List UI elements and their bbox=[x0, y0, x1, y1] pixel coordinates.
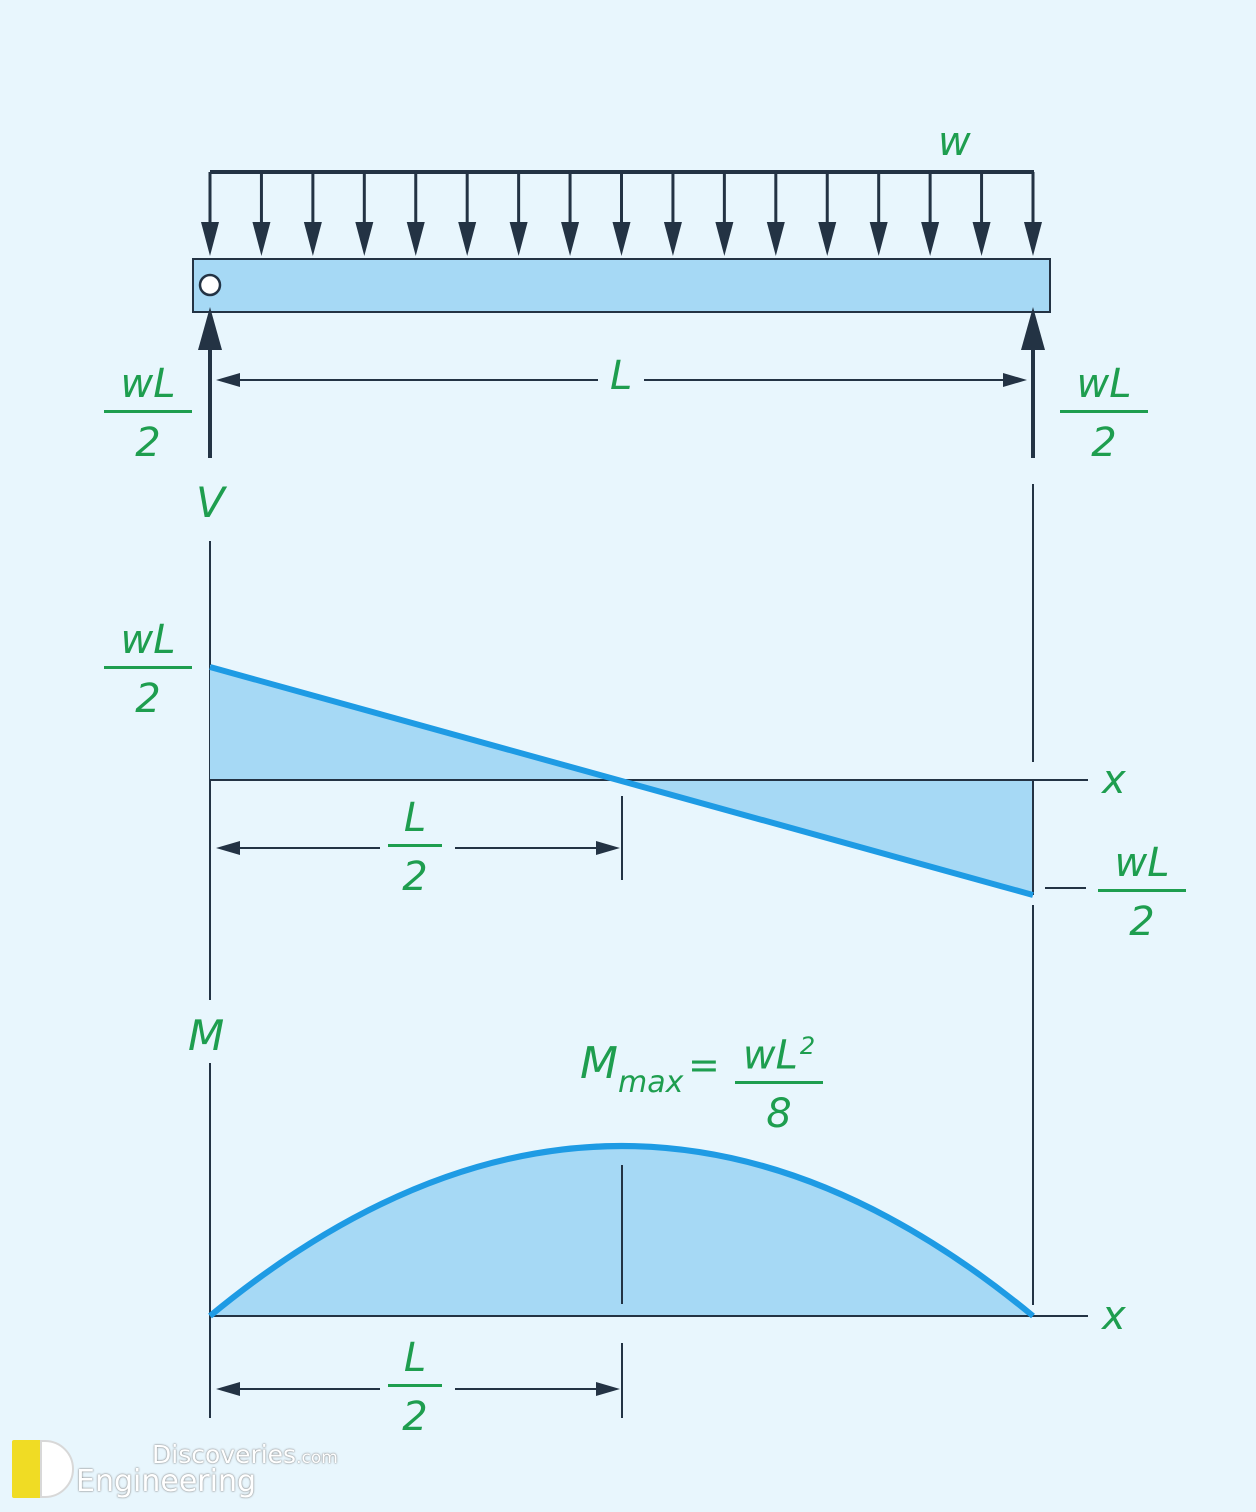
fraction-numerator: L bbox=[403, 795, 427, 841]
arrowhead-icon bbox=[458, 222, 477, 256]
fraction-bar bbox=[388, 1384, 442, 1387]
span-label: L bbox=[610, 353, 633, 399]
arrowhead-icon bbox=[509, 222, 528, 256]
arrowhead-icon bbox=[355, 222, 374, 256]
arrowhead-icon bbox=[663, 222, 682, 256]
fraction-numerator: wL bbox=[1114, 840, 1170, 886]
moment-x-axis-label: x bbox=[1102, 1293, 1126, 1339]
shear-diagram bbox=[209, 484, 1088, 1305]
fraction-denominator: 2 bbox=[135, 676, 161, 722]
shear-min-label: wL 2 bbox=[1098, 843, 1186, 942]
arrowhead-icon bbox=[869, 222, 888, 256]
arrowhead-icon bbox=[201, 222, 219, 256]
fraction-numerator: wL bbox=[120, 361, 176, 407]
mmax-label: Mmax bbox=[580, 1042, 683, 1098]
span-dimension bbox=[216, 373, 1027, 387]
moment-curve bbox=[208, 1143, 1035, 1319]
arrowhead-icon bbox=[818, 222, 837, 256]
shear-x-axis-label: x bbox=[1102, 757, 1126, 803]
left-reaction-label: wL 2 bbox=[104, 364, 192, 463]
arrowhead-icon bbox=[921, 222, 940, 256]
mmax-subscript: max bbox=[617, 1065, 684, 1100]
right-reaction-label: wL 2 bbox=[1060, 364, 1148, 463]
mmax-symbol: M bbox=[580, 1038, 618, 1089]
left-reaction-arrow bbox=[198, 307, 222, 458]
fraction-denominator: 2 bbox=[1091, 420, 1117, 466]
load-arrows bbox=[201, 172, 1042, 256]
fraction-bar bbox=[104, 666, 192, 669]
arrowhead-icon bbox=[715, 222, 734, 256]
fraction-numerator: wL2 bbox=[742, 1032, 816, 1079]
arrowhead-icon bbox=[766, 222, 785, 256]
watermark-line1: Discoveries.com bbox=[152, 1440, 338, 1469]
fraction-denominator: 2 bbox=[1129, 899, 1155, 945]
moment-axis-label: M bbox=[188, 1011, 225, 1060]
fraction-bar bbox=[735, 1081, 823, 1085]
arrowhead-icon bbox=[972, 222, 991, 256]
logo-d-mark bbox=[40, 1440, 74, 1498]
fraction-bar bbox=[104, 410, 192, 413]
fraction-denominator: 8 bbox=[766, 1091, 792, 1138]
right-reaction-arrow bbox=[1021, 307, 1045, 458]
arrowhead-icon bbox=[406, 222, 425, 256]
fraction-numerator: wL bbox=[1076, 361, 1132, 407]
shear-max-label: wL 2 bbox=[104, 620, 192, 719]
arrowhead-icon bbox=[612, 222, 631, 256]
mmax-equals: = bbox=[688, 1043, 720, 1087]
fraction-denominator: 2 bbox=[402, 854, 428, 900]
arrowhead-icon bbox=[1024, 222, 1042, 256]
fraction-bar bbox=[1060, 410, 1148, 413]
watermark-line2: Engineering bbox=[76, 1464, 256, 1499]
arrowhead-icon bbox=[252, 222, 271, 256]
logo-e-mark bbox=[12, 1440, 42, 1498]
fraction-numerator: L bbox=[403, 1335, 427, 1381]
fraction-bar bbox=[388, 844, 442, 847]
fraction-denominator: 2 bbox=[402, 1394, 428, 1440]
load-label: w bbox=[938, 119, 971, 165]
fraction-bar bbox=[1098, 889, 1186, 892]
fraction-denominator: 2 bbox=[135, 420, 161, 466]
shear-axis-label: V bbox=[196, 478, 225, 527]
beam bbox=[192, 258, 1051, 313]
pin-support-icon bbox=[198, 273, 222, 297]
mmax-value: wL2 8 bbox=[735, 1034, 823, 1134]
moment-half-span-label: L 2 bbox=[388, 1338, 442, 1437]
arrowhead-icon bbox=[561, 222, 580, 256]
moment-diagram bbox=[208, 1063, 1088, 1418]
watermark-logo: Discoveries.com Engineering bbox=[10, 1438, 350, 1504]
distributed-load bbox=[201, 170, 1042, 256]
fraction-numerator: wL bbox=[120, 617, 176, 663]
shear-half-span-label: L 2 bbox=[388, 798, 442, 897]
arrowhead-icon bbox=[303, 222, 322, 256]
shear-line bbox=[209, 664, 1034, 898]
